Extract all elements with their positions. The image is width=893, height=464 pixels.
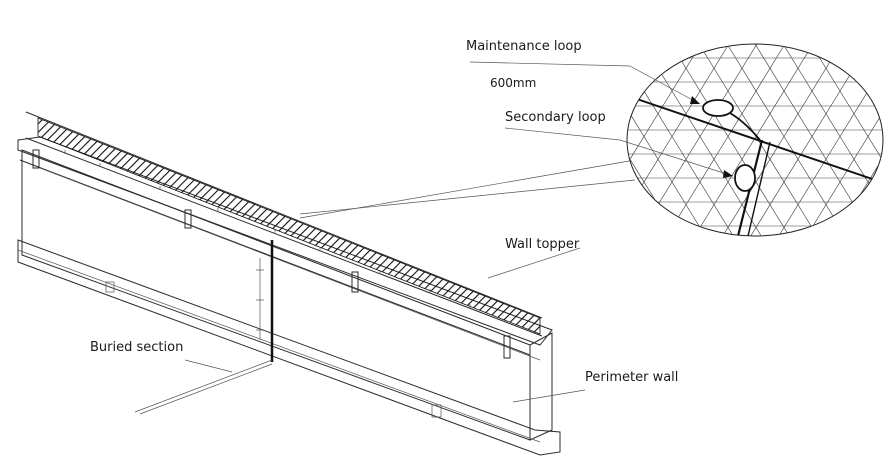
perimeter-wall	[17, 136, 561, 456]
magnified-detail	[626, 43, 884, 237]
vertical-section	[256, 240, 274, 362]
wall-topper-mesh	[25, 111, 543, 337]
wall-topper-label: Wall topper	[505, 237, 580, 252]
buried-section-line	[134, 359, 273, 415]
maintenance-loop-shape	[702, 99, 761, 141]
label-leaders	[184, 61, 734, 403]
detail-callout-lines	[299, 159, 636, 219]
maintenance-loop-label: Maintenance loop	[466, 39, 582, 54]
secondary-loop-label: Secondary loop	[505, 110, 606, 125]
secondary-loop-shape	[734, 164, 756, 192]
wall-posts	[32, 149, 511, 359]
perimeter-wall-label: Perimeter wall	[585, 370, 679, 385]
spacing-label: 600mm	[490, 76, 537, 90]
buried-section-label: Buried section	[90, 340, 184, 355]
